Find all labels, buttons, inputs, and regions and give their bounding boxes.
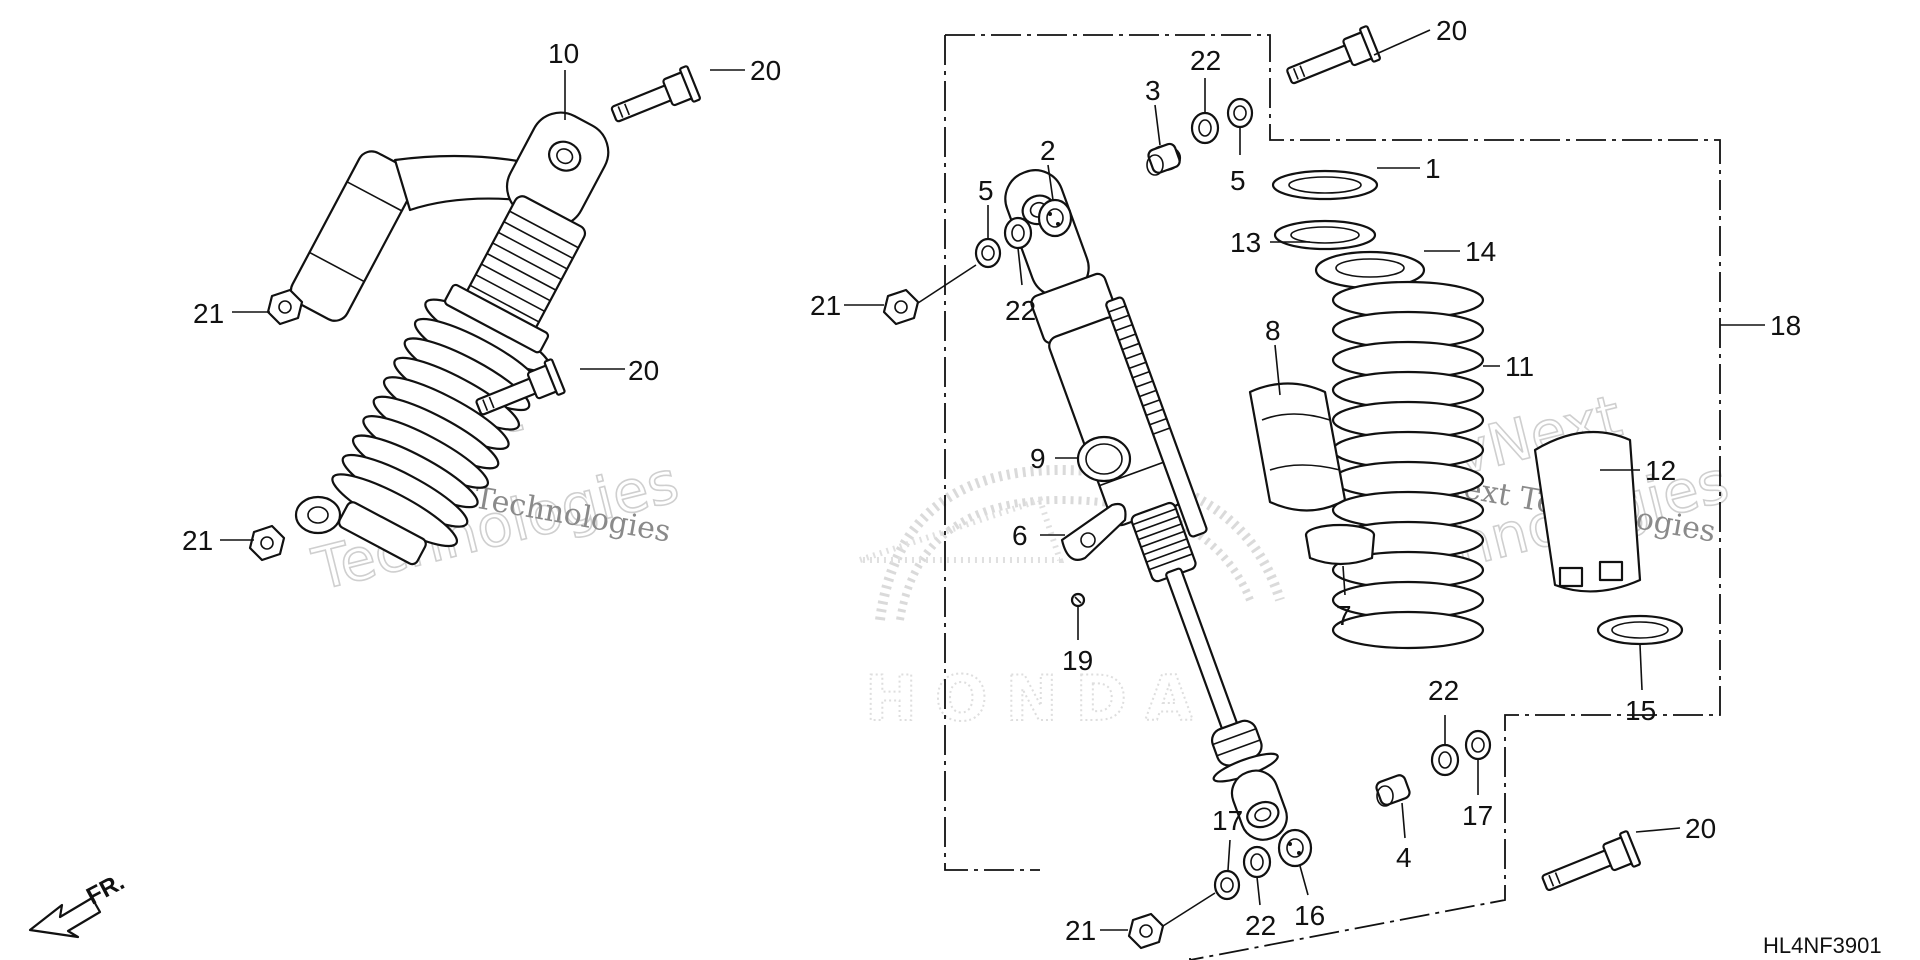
nut-21-right-upper [882,288,920,326]
callout-10: 10 [548,38,579,69]
callout-22-c: 22 [1428,675,1459,706]
callout-21-a: 21 [193,298,224,329]
callout-14: 14 [1465,236,1496,267]
callout-22-d: 22 [1245,910,1276,941]
callout-16: 16 [1294,900,1325,931]
callout-11: 11 [1505,351,1534,382]
callout-8: 8 [1265,315,1281,346]
bolt-20-top [1286,25,1381,85]
callout-1: 1 [1425,153,1441,184]
lock-nut-1 [1271,169,1379,201]
assembly-frame-18 [944,34,1721,960]
seal-22-lower-left [1242,845,1272,879]
bolt-20-left-upper [610,65,701,123]
seal-22-left [1003,216,1033,250]
collar-4 [1375,774,1411,807]
honda-logo-text: HONDA [865,662,1211,735]
collar-7 [1304,523,1376,566]
o-ring-9 [1076,435,1132,483]
callout-5-b: 5 [978,175,994,206]
callout-12: 12 [1645,455,1676,486]
shock-body [1004,169,1288,841]
callout-13: 13 [1230,227,1261,258]
callout-22-b: 22 [1005,295,1036,326]
callout-15: 15 [1625,695,1656,726]
washer-17-right [1464,729,1492,761]
callout-17-a: 17 [1212,805,1243,836]
callout-18: 18 [1770,310,1801,341]
callout-17-b: 17 [1462,800,1493,831]
dust-boot-12 [1533,430,1642,593]
washer-5-top [1226,97,1254,129]
honda-logo-watermark: HONDA [859,464,1285,736]
nut-21-left-lower [248,524,286,562]
callout-21-d: 21 [1065,915,1096,946]
assembled-shock-absorber [289,111,610,566]
callout-20-b: 20 [628,355,659,386]
spring-guide-8 [1248,382,1347,512]
callout-20-c: 20 [1436,15,1467,46]
screw-19 [1070,592,1086,608]
front-arrow-icon [28,896,102,939]
callout-21-b: 21 [182,525,213,556]
adjuster-knob-6 [1060,502,1127,561]
washer-17-left [1213,869,1241,901]
nut-21-right-lower [1127,912,1165,950]
collar-3 [1146,142,1182,176]
seal-22-lower-right [1430,743,1460,777]
diagram-code: HL4NF3901 [1763,933,1882,958]
callout-7: 7 [1336,600,1352,631]
callout-20-d: 20 [1685,813,1716,844]
callout-21-c: 21 [810,290,841,321]
bearing-2 [1037,198,1073,238]
callout-3: 3 [1145,75,1161,106]
front-direction-arrow: FR. [28,868,129,939]
leader-lines [220,29,1681,931]
boot-clamp-15 [1596,614,1684,646]
seal-22-top [1190,111,1220,145]
callout-labels: 10 20 21 20 21 20 3 22 5 2 5 22 21 1 13 … [182,15,1801,946]
callout-6: 6 [1012,520,1028,551]
bolt-20-left-lower [475,358,566,416]
callout-2: 2 [1040,135,1056,166]
callout-9: 9 [1030,443,1046,474]
callout-5-a: 5 [1230,165,1246,196]
adjuster-nut-13 [1273,219,1377,251]
callout-19: 19 [1062,645,1093,676]
bearing-16 [1277,828,1313,868]
callout-22-a: 22 [1190,45,1221,76]
washer-5-left [974,237,1002,269]
bolt-20-bottom [1541,830,1641,892]
callout-20-a: 20 [750,55,781,86]
callout-4: 4 [1396,842,1412,873]
